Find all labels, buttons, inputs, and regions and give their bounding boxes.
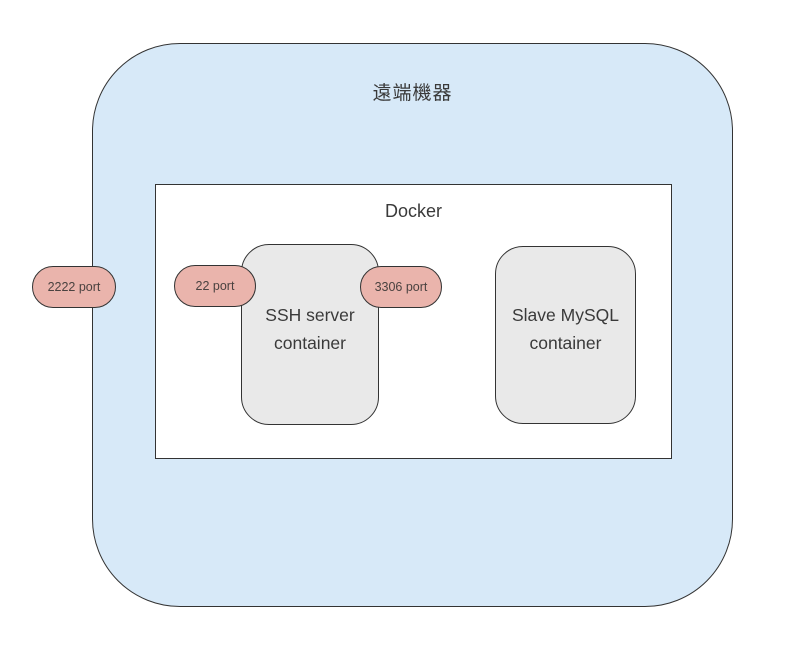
slave-mysql-container-label: Slave MySQL container	[512, 301, 619, 357]
slave-mysql-container-label-line2: container	[529, 333, 602, 353]
ssh-server-container-label: SSH server container	[265, 301, 354, 357]
port-pill-22: 22 port	[174, 265, 256, 307]
ssh-server-container-box: SSH server container	[241, 244, 379, 425]
port-pill-3306: 3306 port	[360, 266, 442, 308]
slave-mysql-container-box: Slave MySQL container	[495, 246, 636, 424]
remote-machine-label: 遠端機器	[372, 83, 453, 104]
port-pill-2222: 2222 port	[32, 266, 116, 308]
docker-label: Docker	[384, 201, 442, 221]
ssh-server-container-label-line1: SSH server	[265, 304, 355, 325]
ssh-server-container-label-line2: container	[274, 332, 346, 353]
slave-mysql-container-label-line1: Slave MySQL	[512, 305, 619, 325]
